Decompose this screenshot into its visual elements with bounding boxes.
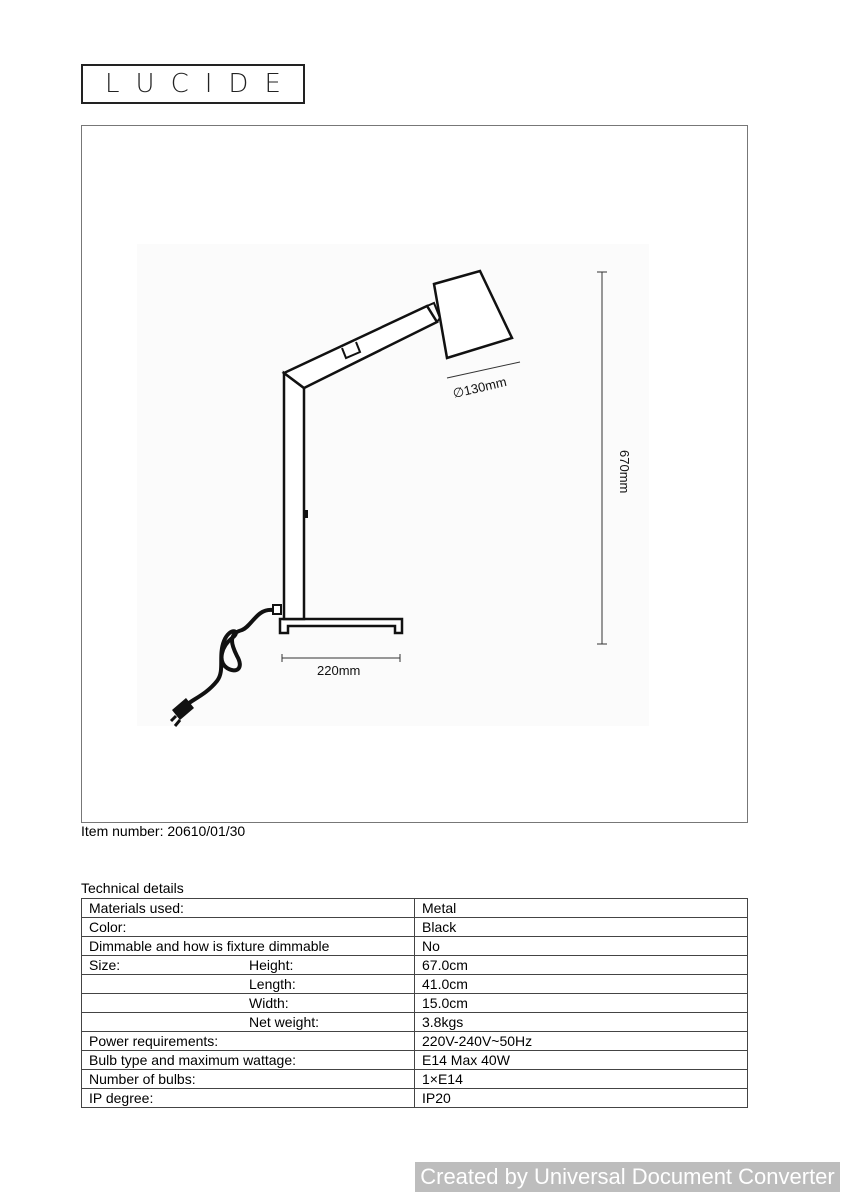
table-row: Dimmable and how is fixture dimmable No [81, 936, 748, 956]
logo-letter: U [135, 69, 155, 99]
spec-label-cell: Net weight: [81, 1012, 415, 1032]
plug-pin [169, 714, 178, 723]
spec-label-cell: Number of bulbs: [81, 1069, 415, 1089]
table-row: Width: 15.0cm [81, 993, 748, 1013]
spec-value: Metal [414, 898, 748, 918]
spec-label-cell: Width: [81, 993, 415, 1013]
spec-label-cell: Bulb type and maximum wattage: [81, 1050, 415, 1070]
product-drawing-frame: ∅130mm 670mm 220mm [81, 125, 748, 823]
spec-label-cell: Dimmable and how is fixture dimmable [81, 936, 415, 956]
spec-value: Black [414, 917, 748, 937]
spec-sublabel: Net weight: [249, 1014, 320, 1030]
lucide-logo: L U C I D E [81, 64, 305, 104]
cable-socket [272, 604, 282, 615]
drawing-backdrop [137, 244, 649, 726]
power-cable [175, 607, 274, 716]
logo-letter: E [264, 69, 281, 99]
spec-value: 220V-240V~50Hz [414, 1031, 748, 1051]
spec-label-cell: Size: Height: [81, 955, 415, 975]
spec-label: Dimmable and how is fixture dimmable [89, 938, 330, 954]
watermark: Created by Universal Document Converter [415, 1162, 840, 1192]
table-row: IP degree: IP20 [81, 1088, 748, 1108]
logo-letter: I [204, 69, 213, 99]
plug-body [172, 698, 194, 720]
spec-label: Materials used: [89, 900, 184, 916]
technical-details-title: Technical details [81, 880, 184, 896]
lamp-shade [432, 269, 514, 360]
table-row: Size: Height: 67.0cm [81, 955, 748, 975]
table-row: Color: Black [81, 917, 748, 937]
spec-label: IP degree: [89, 1090, 154, 1106]
spec-label: Number of bulbs: [89, 1071, 196, 1087]
spec-sublabel: Width: [249, 995, 289, 1011]
spec-label: Size: [89, 957, 121, 973]
table-row: Power requirements: 220V-240V~50Hz [81, 1031, 748, 1051]
spec-label-cell: Materials used: [81, 898, 415, 918]
spec-label-cell: IP degree: [81, 1088, 415, 1108]
lamp-base [278, 617, 404, 635]
spec-value: IP20 [414, 1088, 748, 1108]
spec-value: 67.0cm [414, 955, 748, 975]
base-label: 220mm [317, 663, 360, 678]
lamp-vertical-arm [282, 370, 306, 621]
logo-letter: C [170, 69, 189, 99]
shade-hinge [426, 301, 442, 323]
spec-label: Bulb type and maximum wattage: [89, 1052, 296, 1068]
logo-letter: D [228, 69, 249, 99]
spec-value: E14 Max 40W [414, 1050, 748, 1070]
spec-value: 1×E14 [414, 1069, 748, 1089]
spec-value: 41.0cm [414, 974, 748, 994]
spec-label: Power requirements: [89, 1033, 219, 1049]
table-row: Materials used: Metal [81, 898, 748, 918]
table-row: Length: 41.0cm [81, 974, 748, 994]
spec-value: No [414, 936, 748, 956]
plug-pin [173, 719, 182, 727]
spec-value: 15.0cm [414, 993, 748, 1013]
spec-label-cell: Color: [81, 917, 415, 937]
spec-label-cell: Power requirements: [81, 1031, 415, 1051]
diameter-dimension-line [446, 361, 521, 379]
arm-joint [341, 341, 362, 360]
table-row: Bulb type and maximum wattage: E14 Max 40… [81, 1050, 748, 1070]
height-label: 670mm [617, 450, 632, 493]
table-row: Net weight: 3.8kgs [81, 1012, 748, 1032]
table-row: Number of bulbs: 1×E14 [81, 1069, 748, 1089]
spec-sublabel: Length: [249, 976, 296, 992]
spec-label: Color: [89, 919, 127, 935]
lamp-technical-drawing: ∅130mm 670mm 220mm [137, 244, 649, 727]
spec-sublabel: Height: [249, 957, 294, 973]
item-number: Item number: 20610/01/30 [81, 823, 246, 839]
spec-value: 3.8kgs [414, 1012, 748, 1032]
logo-letter: L [105, 69, 120, 99]
spec-label-cell: Length: [81, 974, 415, 994]
switch-icon [304, 510, 308, 518]
